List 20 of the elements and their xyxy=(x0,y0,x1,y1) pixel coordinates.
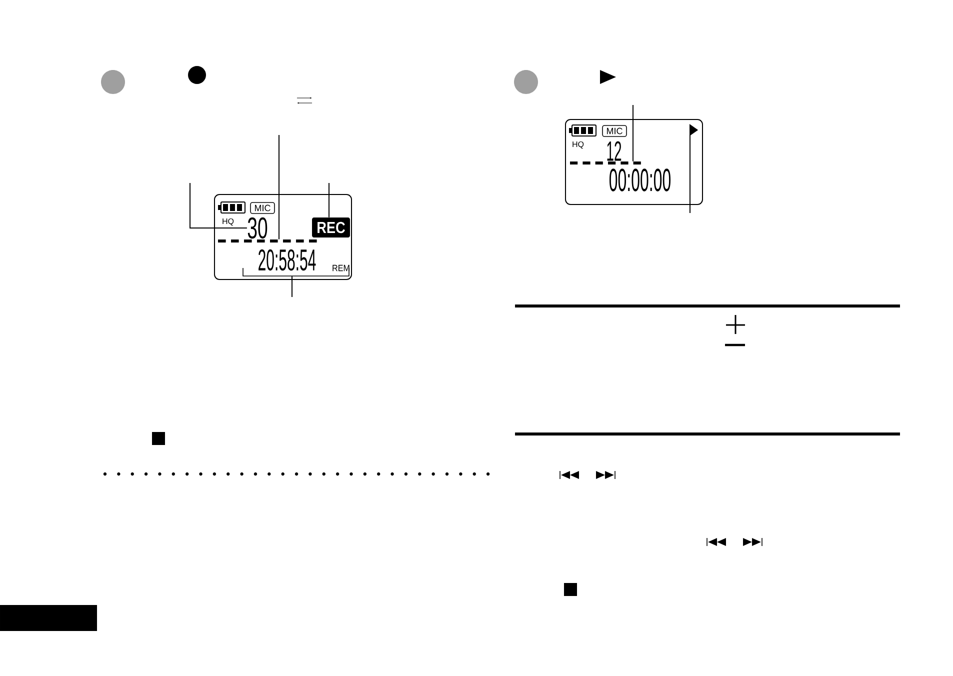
level-bar xyxy=(218,240,317,242)
lcd-digits: 12 xyxy=(607,141,622,161)
hq-label: HQ xyxy=(222,218,234,226)
leader-line xyxy=(190,182,248,228)
hq-label: HQ xyxy=(572,141,584,149)
play-indicator xyxy=(690,124,698,136)
level-bar xyxy=(570,162,641,164)
node-label: REC xyxy=(318,222,345,234)
lcd-time: 20:58:54 xyxy=(258,249,316,271)
mic-indicator: MIC xyxy=(602,125,627,137)
rec-indicator: REC xyxy=(312,218,350,238)
rem-label: REM xyxy=(332,264,350,272)
leader-line xyxy=(328,182,330,218)
lcd-time: 00:00:00 xyxy=(610,168,670,192)
lcd-screen xyxy=(214,194,352,280)
mic-indicator: MIC xyxy=(250,202,275,214)
lcd-screen xyxy=(565,119,703,205)
leader-line xyxy=(278,134,280,240)
leader-line xyxy=(632,104,634,162)
lcd-digits: 30 xyxy=(248,217,268,239)
